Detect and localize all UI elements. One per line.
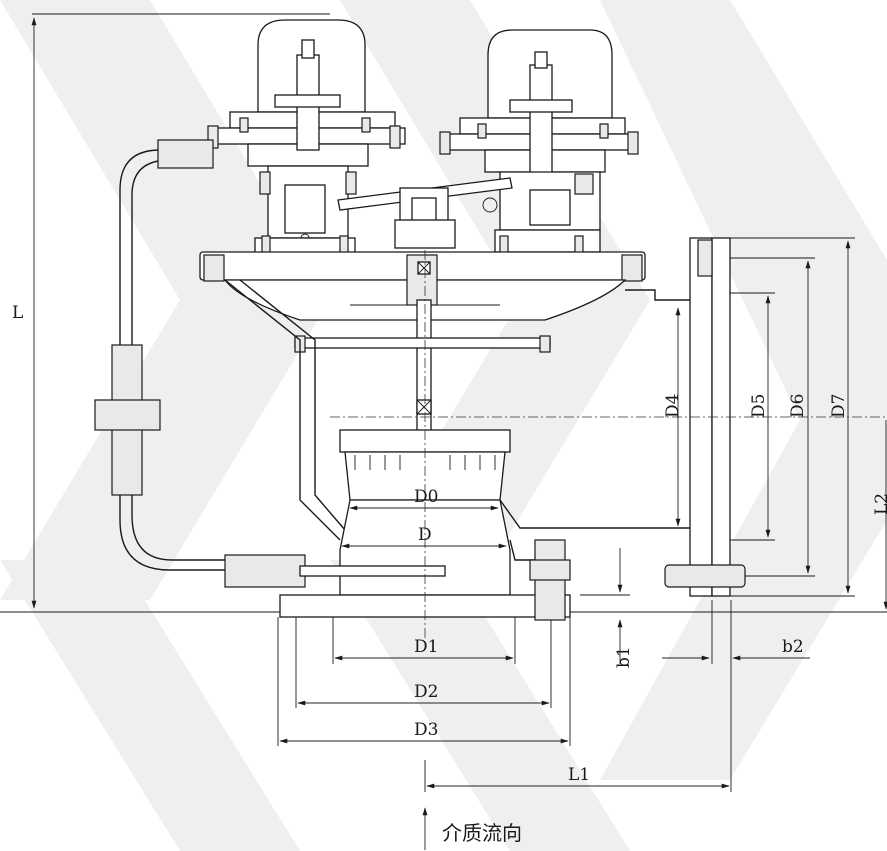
label-D0: D0 [414, 487, 438, 507]
flow-direction-label: 介质流向 [442, 821, 522, 845]
dimension-D5: D5 [730, 292, 775, 541]
dimension-D3: D3 [277, 617, 571, 746]
main-diaphragm-chamber [199, 251, 646, 321]
label-D3: D3 [414, 720, 438, 740]
dimension-D0: D0 [349, 487, 499, 511]
label-D: D [418, 525, 432, 545]
label-L2: L2 [872, 493, 887, 515]
dimension-D1: D1 [332, 617, 516, 664]
label-D7: D7 [829, 394, 849, 418]
dimension-L1: L1 [424, 600, 732, 792]
flow-direction-indicator: 介质流向 [422, 807, 522, 850]
label-b2: b2 [782, 637, 804, 657]
dimension-L2: L2 [872, 420, 887, 610]
pilot-tubing [94, 139, 446, 588]
linkage-lever [337, 177, 513, 249]
dimension-L: L [12, 13, 330, 609]
dimension-D: D [341, 525, 507, 549]
dimension-D7: D7 [730, 237, 855, 597]
dimension-D4: D4 [663, 307, 683, 527]
label-D5: D5 [749, 394, 769, 418]
dimension-b2: b2 [662, 600, 810, 664]
label-D4: D4 [663, 394, 683, 418]
label-L: L [12, 303, 23, 323]
label-D1: D1 [414, 637, 438, 657]
label-D2: D2 [414, 682, 438, 702]
dimension-D6: D6 [730, 257, 815, 577]
label-b1: b1 [614, 646, 634, 668]
dimension-b1: b1 [580, 548, 634, 668]
label-L1: L1 [568, 765, 590, 785]
left-pilot-valve [207, 19, 406, 255]
label-D6: D6 [788, 394, 808, 418]
dimension-D2: D2 [295, 617, 552, 708]
right-pilot-valve [439, 29, 639, 255]
